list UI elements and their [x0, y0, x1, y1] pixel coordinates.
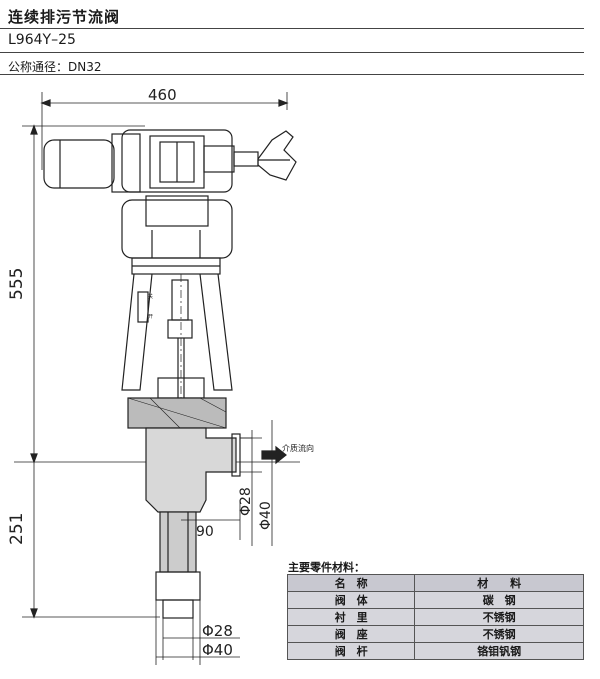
indicator-open: 开 — [148, 314, 153, 320]
model-divider — [0, 52, 584, 53]
part-name: 阀 杆 — [286, 642, 416, 660]
dim-phi40-side-label: Φ40 — [258, 501, 274, 530]
materials-table: 名 称 材 料 阀 体 碳 钢 衬 里 不锈钢 阀 座 不锈钢 阀 杆 铬钼钒钢 — [286, 574, 584, 660]
part-material: 铬钼钒钢 — [414, 642, 584, 660]
dim-upper-height-label: 555 — [7, 268, 27, 300]
part-name: 衬 里 — [286, 608, 416, 626]
materials-caption: 主要零件材料： — [288, 561, 365, 574]
table-header-row: 名 称 材 料 — [286, 574, 584, 592]
table-row: 阀 体 碳 钢 — [286, 591, 584, 609]
part-material: 不锈钢 — [414, 625, 584, 643]
table-row: 阀 座 不锈钢 — [286, 625, 584, 643]
model-number: L964Y–25 — [8, 32, 76, 48]
title-divider — [0, 28, 584, 29]
dim-width-label: 460 — [148, 86, 177, 104]
dim-phi40-bottom-label: Φ40 — [202, 641, 233, 659]
column-header-name: 名 称 — [286, 574, 416, 592]
dn-divider — [0, 74, 584, 75]
indicator-closed: 关 — [148, 293, 153, 300]
part-name: 阀 体 — [286, 591, 416, 609]
nominal-diameter: 公称通径：DN32 — [8, 60, 102, 74]
part-name: 阀 座 — [286, 625, 416, 643]
part-material: 不锈钢 — [414, 608, 584, 626]
dim-90-label: 90 — [196, 524, 214, 540]
part-material: 碳 钢 — [414, 591, 584, 609]
valve-drawing: 关 开 — [7, 86, 314, 665]
page-title: 连续排污节流阀 — [8, 8, 121, 26]
table-row: 衬 里 不锈钢 — [286, 608, 584, 626]
column-header-material: 材 料 — [414, 574, 584, 592]
table-row: 阀 杆 铬钼钒钢 — [286, 642, 584, 660]
dim-phi28-side-label: Φ28 — [238, 487, 254, 516]
dim-phi28-bottom-label: Φ28 — [202, 622, 233, 640]
dim-lower-height-label: 251 — [7, 513, 27, 545]
flow-direction-label: 介质流向 — [282, 443, 314, 453]
